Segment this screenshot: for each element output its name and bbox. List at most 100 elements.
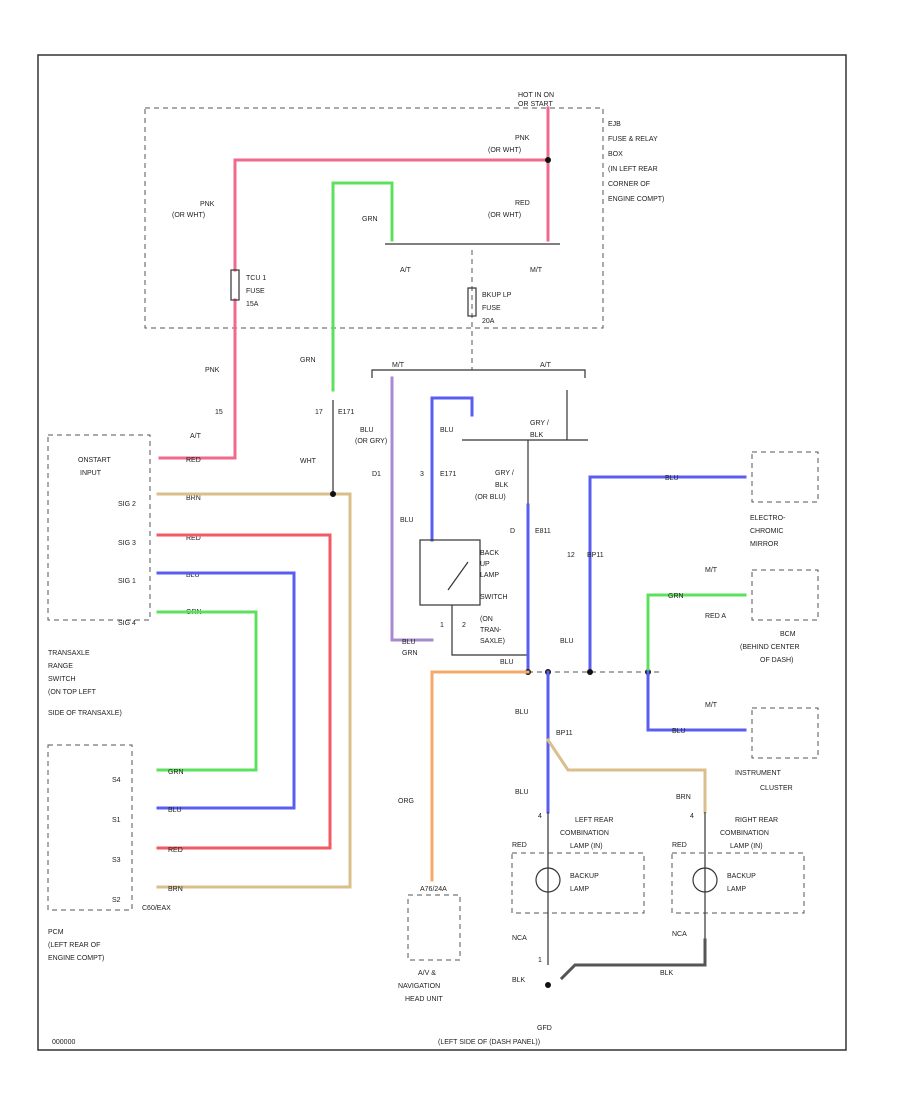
label-grn-d: GRN <box>168 769 184 776</box>
wire-pink-down <box>158 298 237 460</box>
right-lamp-box <box>671 852 805 914</box>
label-gry-a2: BLK <box>530 432 544 439</box>
label-av-conn: A76/24A <box>420 886 447 893</box>
label-blu-g: BLU <box>186 572 200 579</box>
label-bcm3: OF DASH) <box>760 657 793 664</box>
label-bkup: BKUP LP <box>482 292 512 299</box>
label-rrc: RIGHT REAR <box>735 817 778 824</box>
mirror-box <box>751 451 819 503</box>
ejb-label-hot: HOT IN ON <box>518 92 554 99</box>
label-nca-r: NCA <box>672 931 687 938</box>
label-at-b: A/T <box>190 433 202 440</box>
label-gfd2: (LEFT SIDE OF (DASH PANEL)) <box>438 1039 540 1046</box>
label-pcm3: ENGINE COMPT) <box>48 955 104 962</box>
label-red-b: RED <box>186 457 201 464</box>
label-blk-a: BLK <box>512 977 526 984</box>
label-blu-a2: (OR GRY) <box>355 438 387 445</box>
label-backup-l2: LAMP <box>570 886 589 893</box>
wire-blu-sig1 <box>156 571 296 810</box>
label-blu-f: BLU <box>500 659 514 666</box>
label-brn-a: BRN <box>186 495 201 502</box>
switch-blade <box>447 561 469 591</box>
label-pnk-a: PNK <box>515 135 530 142</box>
wire-brn-sig2 <box>156 492 352 889</box>
label-red-f: RED <box>512 842 527 849</box>
pcm-box <box>47 744 133 911</box>
label-pcm2: (LEFT REAR OF <box>48 942 100 949</box>
label-sig4: SIG 4 <box>118 620 136 627</box>
label-trans: TRANSAXLE <box>48 650 90 657</box>
label-backup-r: BACKUP <box>727 873 756 880</box>
label-bksw6: TRAN- <box>480 627 502 634</box>
label-n15: 15 <box>215 409 223 416</box>
label-mt-d: M/T <box>705 702 718 709</box>
label-e171: E171 <box>338 409 354 416</box>
label-lrc: LEFT REAR <box>575 817 613 824</box>
left-lamp-box <box>511 852 645 914</box>
label-bkup2: FUSE <box>482 305 501 312</box>
label-grn-b: GRN <box>300 357 316 364</box>
label-trans4: (ON TOP LEFT <box>48 689 97 696</box>
label-red-c: RED <box>186 535 201 542</box>
label-pcm-s4: S4 <box>112 777 121 784</box>
label-d-b: D <box>510 528 515 535</box>
ejb-label4: (IN LEFT REAR <box>608 166 658 173</box>
label-bkup3: 20A <box>482 318 495 325</box>
wire-green-ejb <box>331 181 394 392</box>
label-mirror3: MIRROR <box>750 541 778 548</box>
bkup-fuse-icon <box>467 287 477 317</box>
label-blu-e2: GRN <box>402 650 418 657</box>
label-onstart2: INPUT <box>80 470 102 477</box>
label-org: ORG <box>398 798 414 805</box>
ejb-label3: BOX <box>608 151 623 158</box>
label-tcu2: FUSE <box>246 288 265 295</box>
label-n17: 17 <box>315 409 323 416</box>
label-onstart: ONSTART <box>78 457 112 464</box>
tcu-fuse-icon <box>230 269 240 301</box>
label-av3: HEAD UNIT <box>405 996 443 1003</box>
label-blu-l: BLU <box>672 728 686 735</box>
av-box <box>407 894 461 961</box>
wire-green-bcm <box>646 593 747 674</box>
cluster-box <box>751 707 819 759</box>
label-pcm-s3: S3 <box>112 857 121 864</box>
wire-ground <box>559 938 707 981</box>
label-n4: 4 <box>538 813 542 820</box>
label-mirror: ELECTRO- <box>750 515 786 522</box>
node-wht <box>330 491 336 497</box>
label-bksw7: SAXLE) <box>480 638 505 645</box>
label-blu-m: BLU <box>515 709 529 716</box>
wire-blu-mirror <box>588 475 747 674</box>
label-bksw2: UP <box>480 561 490 568</box>
ground-node <box>545 982 551 988</box>
label-blu-i: BLU <box>560 638 574 645</box>
corner-id: 000000 <box>52 1039 75 1046</box>
label-pnk-b: PNK <box>200 201 215 208</box>
label-av: A/V & <box>418 970 436 977</box>
ejb-label6: ENGINE COMPT) <box>608 196 664 203</box>
wire-purple <box>390 376 434 642</box>
label-n1b: 1 <box>440 622 444 629</box>
label-at-a: A/T <box>400 267 412 274</box>
label-grn-a: GRN <box>362 216 378 223</box>
node-c <box>587 669 593 675</box>
label-e171b: E171 <box>440 471 456 478</box>
label-lrc3: LAMP (IN) <box>570 843 603 850</box>
label-bcm: BCM <box>780 631 796 638</box>
node-ejb <box>545 157 551 163</box>
label-e811: E811 <box>535 528 551 535</box>
right-bulb-icon <box>692 867 718 893</box>
label-red-e: RED A <box>705 613 726 620</box>
ejb-box <box>144 107 604 329</box>
wire-switch-out <box>451 605 528 656</box>
label-bksw3: LAMP <box>480 572 499 579</box>
label-red-d: RED <box>168 847 183 854</box>
label-pnk-a2: (OR WHT) <box>488 147 521 154</box>
label-n12: 12 <box>567 552 575 559</box>
label-wht: WHT <box>300 458 317 465</box>
label-tcu: TCU 1 <box>246 275 266 282</box>
wire-brn-lamp-right <box>545 737 707 814</box>
label-blu-n: BLU <box>515 789 529 796</box>
label-mt-c: M/T <box>705 567 718 574</box>
